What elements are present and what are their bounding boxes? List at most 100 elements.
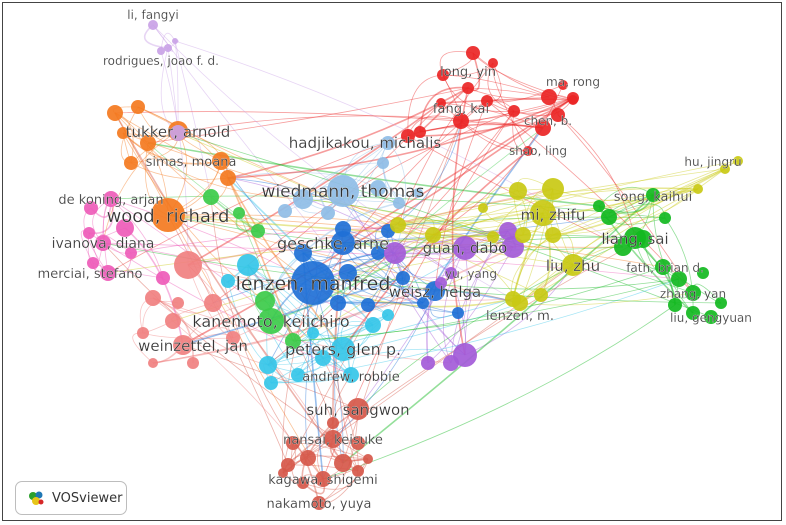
author-label[interactable]: simas, moana: [145, 155, 237, 170]
author-label[interactable]: liu, zhu: [546, 257, 601, 275]
author-node-unlabeled[interactable]: [259, 356, 277, 374]
author-label[interactable]: de koning, arjan: [58, 193, 164, 208]
author-node-unlabeled[interactable]: [125, 247, 137, 259]
author-node-unlabeled[interactable]: [107, 105, 123, 121]
author-node-unlabeled[interactable]: [601, 209, 617, 225]
author-node-unlabeled[interactable]: [542, 178, 564, 200]
author-node-unlabeled[interactable]: [315, 350, 331, 366]
author-node-unlabeled[interactable]: [83, 227, 95, 239]
author-label[interactable]: liu, gengyuan: [670, 311, 752, 325]
author-node-unlabeled[interactable]: [614, 238, 632, 256]
author-node-unlabeled[interactable]: [481, 95, 493, 107]
author-node-unlabeled[interactable]: [393, 197, 405, 209]
author-node[interactable]: [453, 236, 477, 260]
author-node-unlabeled[interactable]: [371, 246, 385, 260]
author-node-unlabeled[interactable]: [733, 156, 743, 166]
author-node[interactable]: [523, 146, 533, 156]
author-label[interactable]: rodrigues, joao f. d.: [103, 54, 219, 68]
author-node[interactable]: [331, 337, 355, 361]
author-label[interactable]: kanemoto, keiichiro: [192, 312, 350, 331]
author-node[interactable]: [685, 285, 701, 301]
author-node[interactable]: [655, 259, 671, 275]
author-node-unlabeled[interactable]: [545, 227, 561, 243]
author-node[interactable]: [535, 120, 551, 136]
author-label[interactable]: nansai, keisuke: [283, 433, 383, 448]
author-node-unlabeled[interactable]: [505, 291, 521, 307]
author-node-unlabeled[interactable]: [321, 206, 335, 220]
author-node[interactable]: [148, 20, 158, 30]
author-node[interactable]: [100, 265, 116, 281]
author-node-unlabeled[interactable]: [377, 157, 389, 169]
author-label[interactable]: lenzen, manfred: [235, 273, 391, 295]
author-node[interactable]: [462, 82, 474, 94]
author-node-unlabeled[interactable]: [634, 230, 652, 248]
author-label[interactable]: mi, zhifu: [520, 206, 586, 224]
author-node-unlabeled[interactable]: [278, 204, 292, 218]
author-label[interactable]: hadjikakou, michalis: [289, 134, 442, 152]
author-node-unlabeled[interactable]: [116, 219, 134, 237]
author-node[interactable]: [720, 164, 730, 174]
author-node[interactable]: [704, 310, 718, 324]
author-label[interactable]: li, fangyi: [127, 8, 179, 22]
author-node-unlabeled[interactable]: [452, 307, 464, 319]
author-label[interactable]: shao, ling: [509, 144, 567, 158]
author-node-unlabeled[interactable]: [172, 38, 178, 44]
author-node-unlabeled[interactable]: [203, 189, 219, 205]
author-node-unlabeled[interactable]: [84, 201, 98, 215]
author-node-unlabeled[interactable]: [294, 244, 312, 262]
author-label[interactable]: song, kaihui: [614, 190, 693, 205]
author-node-unlabeled[interactable]: [558, 80, 568, 90]
author-node-unlabeled[interactable]: [487, 231, 499, 243]
author-node-unlabeled[interactable]: [421, 356, 435, 370]
author-label[interactable]: liang, sai: [601, 230, 669, 248]
author-node[interactable]: [343, 367, 359, 383]
author-node-unlabeled[interactable]: [174, 251, 202, 279]
author-node-unlabeled[interactable]: [363, 454, 373, 464]
author-label[interactable]: hu, jingru: [684, 155, 742, 169]
author-node-unlabeled[interactable]: [164, 44, 172, 52]
author-label[interactable]: suh, sangwon: [306, 401, 410, 419]
author-node-unlabeled[interactable]: [293, 189, 313, 209]
author-label[interactable]: ma, rong: [546, 75, 600, 89]
author-node-unlabeled[interactable]: [226, 331, 240, 345]
author-node[interactable]: [258, 308, 284, 334]
author-node-unlabeled[interactable]: [551, 108, 565, 122]
author-node-unlabeled[interactable]: [220, 170, 236, 186]
author-label[interactable]: andrew, robbie: [302, 370, 400, 385]
author-node-unlabeled[interactable]: [327, 417, 339, 429]
author-node-unlabeled[interactable]: [339, 264, 357, 282]
author-node-unlabeled[interactable]: [499, 222, 517, 240]
author-node-unlabeled[interactable]: [137, 327, 149, 339]
author-node-unlabeled[interactable]: [330, 295, 346, 311]
author-node-unlabeled[interactable]: [443, 355, 459, 371]
author-label[interactable]: fath, brian d.: [626, 261, 704, 275]
author-node-unlabeled[interactable]: [221, 274, 235, 288]
author-label[interactable]: yu, yang: [445, 267, 497, 281]
author-node-unlabeled[interactable]: [541, 89, 557, 105]
author-node-unlabeled[interactable]: [668, 298, 682, 312]
author-node-unlabeled[interactable]: [478, 203, 488, 213]
author-node[interactable]: [453, 113, 469, 129]
author-node-unlabeled[interactable]: [382, 309, 394, 321]
author-node-unlabeled[interactable]: [172, 297, 184, 309]
author-node-unlabeled[interactable]: [165, 313, 181, 329]
author-label[interactable]: zhang, yan: [660, 287, 727, 301]
author-label[interactable]: merciai, stefano: [37, 267, 143, 282]
author-node[interactable]: [331, 231, 355, 255]
author-node[interactable]: [173, 335, 193, 355]
author-node-unlabeled[interactable]: [370, 180, 386, 196]
author-node[interactable]: [646, 188, 660, 202]
author-node-unlabeled[interactable]: [425, 227, 441, 243]
author-label[interactable]: fang, kai: [433, 102, 490, 117]
author-node-unlabeled[interactable]: [140, 135, 156, 151]
author-label[interactable]: tukker, arnold: [125, 123, 231, 141]
author-node-unlabeled[interactable]: [401, 129, 415, 143]
author-node[interactable]: [347, 398, 369, 420]
author-label[interactable]: wood, richard: [106, 206, 230, 227]
author-node-unlabeled[interactable]: [435, 277, 447, 289]
author-node-unlabeled[interactable]: [352, 465, 364, 477]
author-node-unlabeled[interactable]: [286, 436, 300, 450]
author-node-unlabeled[interactable]: [361, 298, 375, 312]
author-node-unlabeled[interactable]: [515, 227, 531, 243]
